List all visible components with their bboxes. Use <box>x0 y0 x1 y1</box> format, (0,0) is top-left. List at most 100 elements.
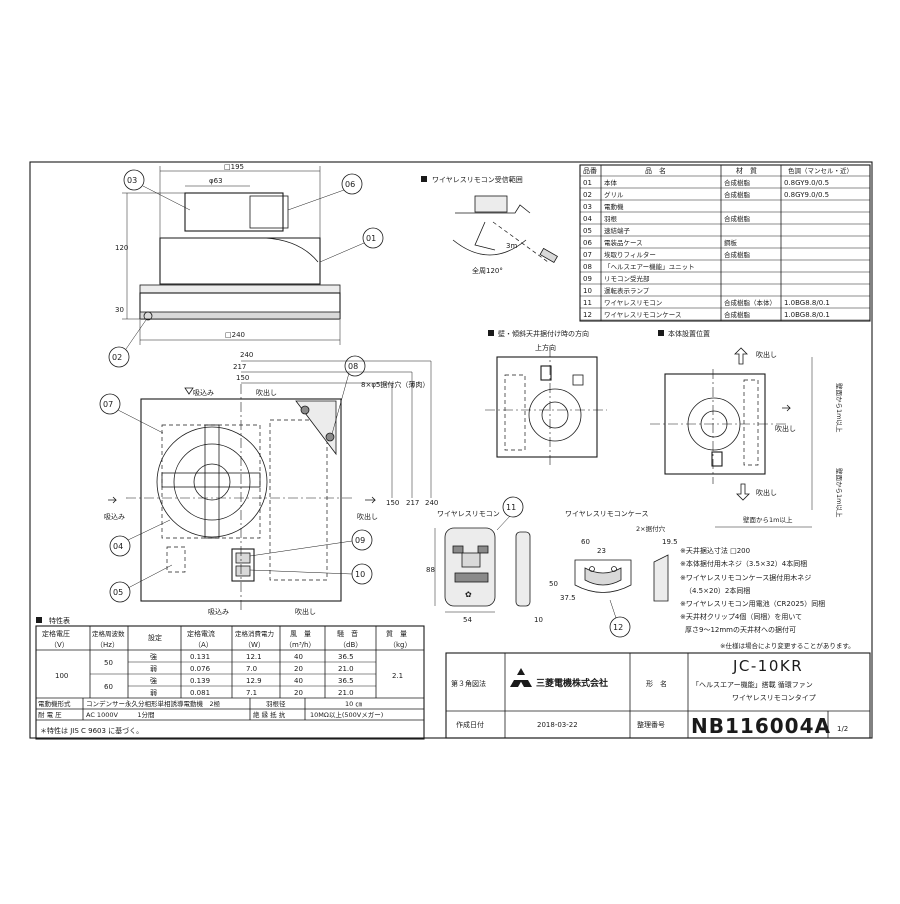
svg-text:作成日付: 作成日付 <box>456 720 484 729</box>
parts-row-material: 鋼板 <box>724 238 738 247</box>
svg-text:（4.5×20）2本同梱: （4.5×20）2本同梱 <box>685 586 750 595</box>
parts-row-material: 合成樹脂 <box>724 310 751 319</box>
title-block: 第３角図法 三菱電機株式会社 形 名 JC-10KR 「ヘルスエアー機能」搭載 … <box>445 652 871 739</box>
notes: ※天井据込寸法 □200 ※本体据付用木ネジ（3.5×32）4本同梱 ※ワイヤレ… <box>680 546 855 650</box>
svg-text:2018-03-22: 2018-03-22 <box>537 721 578 729</box>
parts-row-material: 合成樹脂（本体） <box>724 298 776 307</box>
svg-text:37.5: 37.5 <box>560 594 576 602</box>
parts-row-color: 1.0BG8.8/0.1 <box>784 299 830 307</box>
parts-row-number: 06 <box>583 239 592 247</box>
svg-text:壁・傾斜天井据付け時の方向: 壁・傾斜天井据付け時の方向 <box>498 329 589 338</box>
svg-text:※天井据込寸法 □200: ※天井据込寸法 □200 <box>680 546 750 555</box>
spec-cell: 0.131 <box>190 653 210 661</box>
parts-row-number: 07 <box>583 251 592 259</box>
svg-text:コンデンサー永久分相形単相誘導電動機 2極: コンデンサー永久分相形単相誘導電動機 2極 <box>86 699 221 708</box>
svg-text:88: 88 <box>426 566 435 574</box>
svg-text:定格周波数: 定格周波数 <box>92 629 125 638</box>
svg-text:定格電流: 定格電流 <box>187 629 215 638</box>
parts-row-name: リモコン受光部 <box>604 274 650 283</box>
svg-text:05: 05 <box>113 588 123 597</box>
callouts-side: 03 06 01 02 <box>108 169 384 368</box>
parts-row-color: 0.8GY9.0/0.5 <box>784 191 829 199</box>
svg-text:品 名: 品 名 <box>645 166 666 175</box>
drawing-number: NB116004A <box>691 714 831 738</box>
spec-cell: 弱 <box>150 689 157 697</box>
screw-mark <box>143 311 153 321</box>
svg-text:※ワイヤレスリモコンケース据付用木ネジ: ※ワイヤレスリモコンケース据付用木ネジ <box>680 573 811 582</box>
spec-cell: 21.0 <box>338 665 354 673</box>
dim-top-width: □195 <box>224 163 244 171</box>
spec-cell: 0.139 <box>190 677 210 685</box>
spec-cell: 12.9 <box>246 677 262 685</box>
svg-text:吹出し: 吹出し <box>256 388 277 397</box>
svg-text:耐 電 圧: 耐 電 圧 <box>38 711 62 719</box>
parts-row-material: 合成樹脂 <box>724 190 751 199</box>
spec-cell: 20 <box>294 665 303 673</box>
svg-text:12: 12 <box>613 623 623 632</box>
filter-outline <box>161 424 261 539</box>
svg-text:150: 150 <box>386 499 399 507</box>
svg-text:本体設置位置: 本体設置位置 <box>668 329 710 338</box>
mitsubishi-logo-icon <box>510 668 532 687</box>
parts-row-name: 本体 <box>604 178 618 187</box>
svg-text:ワイヤレスリモコン受信範囲: ワイヤレスリモコン受信範囲 <box>432 175 523 184</box>
parts-row-number: 03 <box>583 203 592 211</box>
sheet-border <box>29 161 873 739</box>
svg-text:壁面から1m以上: 壁面から1m以上 <box>835 468 844 518</box>
svg-text:10 ㎝: 10 ㎝ <box>345 700 362 708</box>
svg-text:羽根径: 羽根径 <box>266 699 286 708</box>
remote-case <box>574 559 632 593</box>
svg-text:絶 縁 抵 抗: 絶 縁 抵 抗 <box>253 710 286 719</box>
body-position-view: 本体設置位置 吹出し 吹出し 吹出し 壁面から1m以上 壁面から1m以上 壁面か… <box>650 329 844 528</box>
svg-text:54: 54 <box>463 616 472 624</box>
svg-text:※ワイヤレスリモコン用電池（CR2025）同梱: ※ワイヤレスリモコン用電池（CR2025）同梱 <box>680 599 825 608</box>
svg-text:設定: 設定 <box>148 633 162 642</box>
parts-row-number: 10 <box>583 287 592 295</box>
svg-text:3m: 3m <box>506 242 517 250</box>
svg-text:10: 10 <box>355 570 365 579</box>
svg-text:150: 150 <box>236 374 249 382</box>
parts-row-number: 09 <box>583 275 592 283</box>
svg-text:＊特性は JIS C 9603 に基づく。: ＊特性は JIS C 9603 に基づく。 <box>40 726 143 735</box>
svg-text:第３角図法: 第３角図法 <box>451 679 486 688</box>
parts-row-name: 電動機 <box>604 202 624 211</box>
svg-text:「ヘルスエアー機能」搭載 循環ファン: 「ヘルスエアー機能」搭載 循環ファン <box>692 680 813 689</box>
dim-h120: 120 <box>115 244 128 252</box>
svg-text:09: 09 <box>355 536 365 545</box>
svg-text:吸込み: 吸込み <box>208 607 229 616</box>
svg-text:03: 03 <box>127 176 137 185</box>
svg-text:（A）: （A） <box>194 641 213 649</box>
parts-row-number: 12 <box>583 311 592 319</box>
svg-text:ワイヤレスリモコン: ワイヤレスリモコン <box>437 510 500 518</box>
motor-housing <box>184 192 284 232</box>
svg-text:電動機形式: 電動機形式 <box>38 699 71 708</box>
spec-cell: 40 <box>294 677 303 685</box>
svg-text:吹出し: 吹出し <box>295 607 316 616</box>
spec-cell: 36.5 <box>338 653 354 661</box>
svg-text:三菱電機株式会社: 三菱電機株式会社 <box>536 677 608 689</box>
case-outline <box>269 419 328 581</box>
parts-row-name: 「ヘルスエアー機能」ユニット <box>604 262 695 271</box>
svg-text:（V）: （V） <box>50 641 69 649</box>
dim-h30: 30 <box>115 306 124 314</box>
spec-cell: 50 <box>104 659 113 667</box>
svg-text:1/2: 1/2 <box>837 725 848 733</box>
svg-text:ワイヤレスリモコンケース: ワイヤレスリモコンケース <box>565 510 648 518</box>
spec-cell: 強 <box>150 677 157 685</box>
spec-cell: 20 <box>294 689 303 697</box>
parts-row-name: 電装品ケース <box>604 238 643 247</box>
svg-text:全周120°: 全周120° <box>472 266 503 275</box>
svg-text:50: 50 <box>549 580 558 588</box>
spec-cell: 弱 <box>150 665 157 673</box>
svg-text:吹出し: 吹出し <box>756 350 777 359</box>
svg-text:04: 04 <box>113 542 123 551</box>
wireless-range-view: ワイヤレスリモコン受信範囲 3m 全周120° <box>421 175 558 275</box>
svg-text:※本体据付用木ネジ（3.5×32）4本同梱: ※本体据付用木ネジ（3.5×32）4本同梱 <box>680 559 807 568</box>
front-view: 吸込み 吹出し 吸込み 吹出し 吸込み 吹出し 240 217 150 150 … <box>104 351 438 616</box>
svg-text:品番: 品番 <box>583 167 597 175</box>
parts-row-name: 運転表示ランプ <box>604 286 650 295</box>
spec-cell: 12.1 <box>246 653 262 661</box>
parts-row-material: 合成樹脂 <box>724 178 751 187</box>
